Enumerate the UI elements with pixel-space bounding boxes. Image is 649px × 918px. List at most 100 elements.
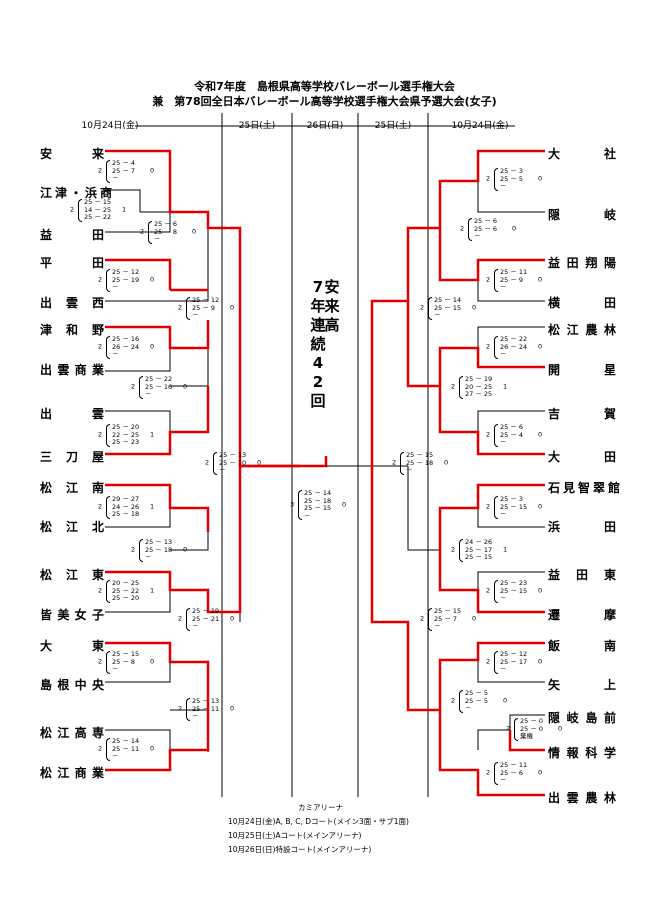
right-team-9: 石見智翠館 — [548, 481, 620, 495]
set-score: 25 － 22 — [500, 335, 528, 343]
champion-char: 4 — [312, 354, 324, 372]
set-score: － — [145, 390, 152, 398]
set-score: 25 － 6 — [154, 220, 178, 228]
brace — [400, 452, 404, 475]
set-score: － — [500, 776, 507, 784]
sets-won-left: 2 — [392, 458, 397, 467]
brace — [494, 496, 498, 519]
sets-won-left: 2 — [98, 586, 103, 595]
page-subtitle: 兼 第78回全日本バレーボール高等学校選手権大会県予選大会(女子) — [152, 95, 497, 108]
set-score: － — [112, 174, 119, 182]
sets-won-left: 2 — [178, 704, 183, 713]
brace — [494, 168, 498, 191]
sets-won-left: 2 — [506, 724, 511, 733]
set-score: 25 － 19 — [192, 607, 220, 615]
set-score: 25 － 0 — [520, 717, 544, 725]
sets-won-right: 0 — [150, 744, 155, 753]
set-score: 20 － 25 — [112, 579, 140, 587]
left-team-11: 松江北 — [40, 520, 104, 534]
champion-char: 来 — [324, 297, 340, 315]
sets-won-left: 2 — [451, 382, 456, 391]
sets-won-left: 2 — [420, 303, 425, 312]
set-score: 25 － 18 — [304, 496, 332, 505]
left-team-17: 松江商業 — [40, 766, 104, 780]
sets-won-right: 0 — [183, 545, 188, 554]
set-score: 25 － 7 — [434, 614, 458, 623]
set-score: － — [500, 665, 507, 673]
sets-won-right: 0 — [192, 227, 197, 236]
set-score: 25 － 6 — [474, 217, 498, 225]
schedule-line-1: 10月24日(金)A, B, C, Dコート(メイン3面・サブ1面) — [228, 817, 409, 826]
set-score: 25 － 15 — [434, 607, 462, 615]
sets-won-right: 0 — [472, 614, 477, 623]
set-score: 25 － 17 — [500, 657, 528, 666]
left-team-3: 益田 — [40, 228, 104, 242]
right-team-3: 益田翔陽 — [548, 256, 616, 270]
sets-won-right: 0 — [538, 657, 543, 666]
sets-won-right: 0 — [538, 174, 543, 183]
left-team-13: 皆美女子 — [40, 608, 104, 622]
sets-won-right: 0 — [472, 303, 477, 312]
set-score: 25 － 20 — [112, 423, 140, 431]
set-score: 25 － 4 — [500, 430, 524, 439]
sets-won-right: 0 — [342, 500, 347, 509]
sets-won-left: 2 — [420, 614, 425, 623]
set-score: 25 － 23 — [112, 438, 140, 446]
sets-won-right: 0 — [150, 275, 155, 284]
set-score: 25 － 6 — [474, 224, 498, 233]
set-score: － — [500, 594, 507, 602]
set-score: 25 － 6 — [500, 768, 524, 777]
brace — [494, 580, 498, 603]
left-team-7: 出雲商業 — [40, 363, 104, 377]
sets-won-left: 2 — [486, 430, 491, 439]
brace — [514, 718, 518, 741]
champion-char: 7 — [312, 278, 324, 296]
set-score: 25 － 12 — [112, 268, 140, 276]
set-score: 25 － 16 — [112, 335, 140, 343]
left-team-2: 江津・浜商 — [40, 186, 112, 200]
left-team-12: 松江東 — [40, 568, 104, 582]
right-team-11: 益田東 — [548, 568, 616, 582]
set-score: － — [304, 511, 311, 520]
set-score: － — [500, 510, 507, 518]
set-score: 25 － 18 — [406, 458, 434, 467]
brace — [139, 539, 143, 562]
sets-won-right: 0 — [150, 166, 155, 175]
right-team-12: 遷摩 — [548, 608, 616, 622]
set-score: 25 － 9 — [192, 303, 216, 312]
left-team-1: 安来 — [40, 147, 104, 161]
set-score: 25 － 14 — [112, 737, 140, 745]
set-score: 25 － 3 — [500, 495, 524, 503]
champion-char: 回 — [310, 392, 326, 410]
sets-won-left: 2 — [486, 174, 491, 183]
set-score: 25 － 15 — [500, 586, 528, 595]
set-score: 25 － 16 — [145, 382, 173, 391]
set-score: 25 － 12 — [500, 650, 528, 658]
